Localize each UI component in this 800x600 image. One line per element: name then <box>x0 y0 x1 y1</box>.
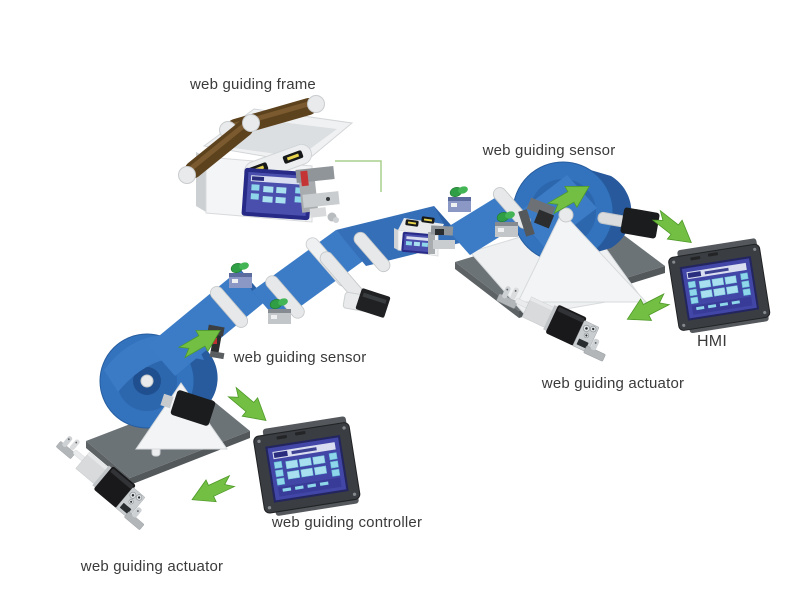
controller-panel <box>251 415 362 519</box>
left-roll-stand <box>135 382 228 450</box>
mid-guide-edge-sensor <box>428 225 455 254</box>
label-hmi: HMI <box>697 333 727 350</box>
right-roll-stand <box>517 207 660 303</box>
frame-connector-line <box>335 160 382 192</box>
idler-rollers <box>209 187 532 328</box>
frame-connector-slot <box>282 150 304 164</box>
fork-sensor-right <box>518 197 556 237</box>
web-edge-clamp <box>229 262 252 288</box>
web-edge-clamp <box>448 186 471 212</box>
fork-sensor-mid <box>342 288 391 318</box>
web-edge-clamp <box>495 211 518 237</box>
frame-edge-sensor <box>295 166 340 223</box>
label-web-guiding-controller: web guiding controller <box>271 514 423 531</box>
label-web-guiding-actuator-right: web guiding actuator <box>541 375 685 392</box>
left-roll-motor <box>160 390 216 426</box>
mid-guide-connector-slot <box>421 216 435 224</box>
mid-guide-connector-slot <box>405 219 419 227</box>
web-edge-clamp <box>268 298 291 324</box>
label-web-guiding-actuator-bottom: web guiding actuator <box>80 558 224 575</box>
mid-guide-display <box>401 231 433 255</box>
hmi-panel <box>666 237 772 336</box>
controller-to-actuator-arrow <box>186 469 238 512</box>
mid-web-guide-unit <box>394 216 455 257</box>
label-web-guiding-sensor-top: web guiding sensor <box>482 142 616 159</box>
label-web-guiding-sensor-left: web guiding sensor <box>233 349 367 366</box>
frame-roller-left <box>178 114 260 184</box>
right-roll-motor <box>597 207 660 239</box>
frame-display <box>241 167 313 221</box>
label-web-guiding-frame: web guiding frame <box>190 76 316 93</box>
web-guiding-frame-device <box>178 95 354 223</box>
